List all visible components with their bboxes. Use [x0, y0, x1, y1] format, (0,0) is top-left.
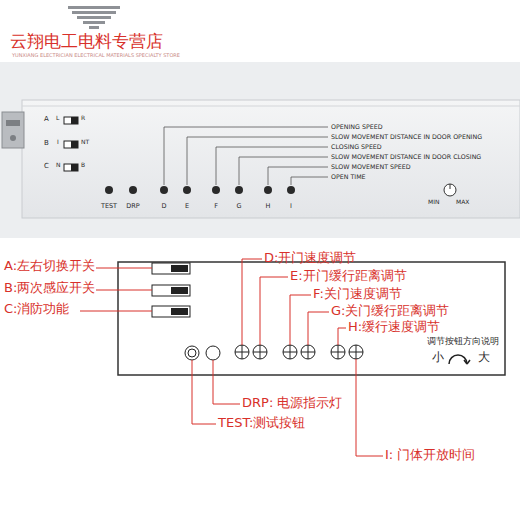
switch-position: NT — [81, 139, 89, 146]
button-symbol — [185, 346, 220, 360]
function-name: OPEN TIME — [331, 173, 366, 180]
knob-letter: D — [161, 203, 166, 210]
switch-letter: A — [44, 115, 49, 123]
store-logo — [68, 6, 120, 29]
callout-label: E:开门缓行距离调节 — [290, 269, 407, 284]
direction-word: 大 — [478, 351, 490, 365]
knob-letter: F — [214, 203, 218, 210]
knob-scale: MAX — [456, 199, 469, 206]
callout-label: DRP: 电源指示灯 — [242, 396, 342, 411]
knob-letter: I — [290, 203, 292, 210]
callout-label: H:缓行速度调节 — [348, 320, 440, 335]
function-name: CLOSING SPEED — [331, 143, 382, 150]
panel-outline — [118, 262, 505, 375]
callout-label: I: 门体开放时间 — [385, 448, 475, 463]
store-subtitle: YUNXIANG ELECTRICIAN ELECTRICAL MATERIAL… — [12, 53, 180, 59]
button-name: TEST — [101, 203, 117, 210]
callout-label: TEST:测试按钮 — [218, 416, 305, 431]
leader-line — [164, 127, 328, 185]
knob-letter: E — [185, 203, 189, 210]
direction-arc — [449, 355, 470, 364]
dip-switch — [64, 117, 78, 171]
callout-label: D:开门速度调节 — [264, 251, 356, 266]
knob-scale: MIN — [428, 199, 439, 206]
button-name: DRP — [126, 203, 139, 210]
switch-position: R — [81, 115, 85, 122]
potentiometer-symbol — [235, 345, 363, 359]
callout-label: C:消防功能 — [4, 302, 69, 317]
callout-label: A:左右切换开关 — [4, 259, 95, 274]
switch-position: I — [57, 139, 59, 146]
panel-buttons — [105, 186, 295, 194]
knob-symbol — [444, 184, 456, 196]
callout-label: F:关门速度调节 — [313, 287, 402, 302]
switch-letter: B — [44, 139, 49, 147]
knob-letter: G — [236, 203, 241, 210]
switch-position: B — [81, 162, 85, 169]
switch-position: N — [56, 162, 61, 169]
function-name: OPENING SPEED — [331, 123, 383, 130]
function-name: SLOW MOVEMENT DISTANCE IN DOOR OPENING — [331, 133, 482, 140]
knob-letter: H — [266, 203, 271, 210]
controller-photo — [0, 62, 520, 238]
function-name: SLOW MOVEMENT SPEED — [331, 163, 411, 170]
callout-label: G:关门缓行距离调节 — [331, 304, 449, 319]
switch-letter: C — [44, 162, 49, 170]
direction-word: 小 — [432, 351, 444, 365]
store-name: 云翔电工电料专营店 — [10, 32, 163, 52]
function-name: SLOW MOVEMENT DISTANCE IN DOOR CLOSING — [331, 153, 481, 160]
direction-note: 调节按钮方向说明 — [427, 336, 499, 346]
switch-position: L — [56, 115, 59, 122]
callout-label: B:两次感应开关 — [4, 281, 95, 296]
switch-symbol — [152, 263, 190, 317]
